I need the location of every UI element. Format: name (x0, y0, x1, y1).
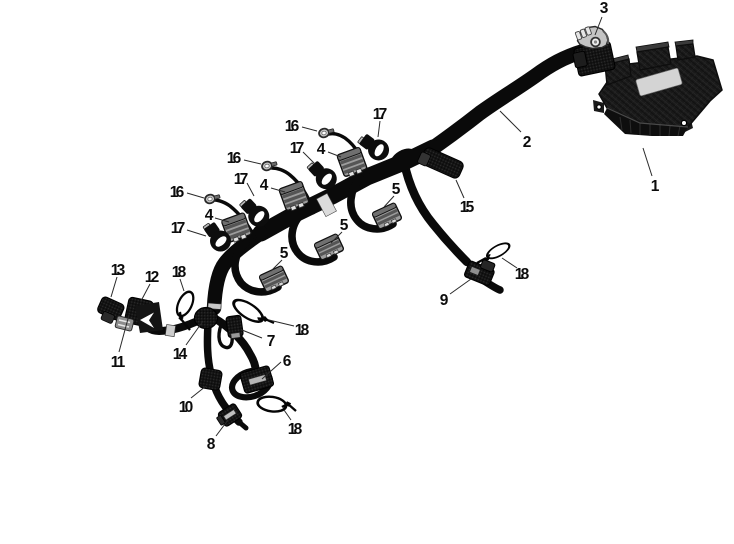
svg-text:17: 17 (171, 220, 186, 237)
svg-text:2: 2 (523, 134, 532, 151)
svg-text:17: 17 (290, 140, 305, 157)
svg-text:5: 5 (280, 245, 289, 262)
svg-text:4: 4 (260, 177, 269, 194)
svg-text:16: 16 (170, 184, 185, 201)
svg-text:10: 10 (179, 399, 194, 416)
svg-text:18: 18 (172, 264, 187, 281)
svg-text:13: 13 (111, 262, 126, 279)
svg-text:14: 14 (173, 346, 188, 363)
svg-text:4: 4 (317, 141, 326, 158)
svg-text:12: 12 (145, 269, 160, 286)
svg-text:15: 15 (460, 199, 475, 216)
svg-text:3: 3 (600, 0, 609, 17)
svg-text:8: 8 (207, 436, 216, 453)
svg-text:1: 1 (651, 178, 660, 195)
svg-text:11: 11 (111, 354, 126, 371)
svg-text:5: 5 (392, 181, 401, 198)
svg-text:4: 4 (205, 207, 214, 224)
svg-text:18: 18 (295, 322, 310, 339)
svg-text:18: 18 (515, 266, 530, 283)
svg-text:16: 16 (227, 150, 242, 167)
svg-text:16: 16 (285, 118, 300, 135)
svg-text:17: 17 (373, 106, 388, 123)
svg-text:6: 6 (283, 353, 292, 370)
svg-text:7: 7 (267, 333, 276, 350)
svg-text:18: 18 (288, 421, 303, 438)
svg-text:5: 5 (340, 217, 349, 234)
svg-text:17: 17 (234, 171, 249, 188)
svg-text:9: 9 (440, 292, 449, 309)
